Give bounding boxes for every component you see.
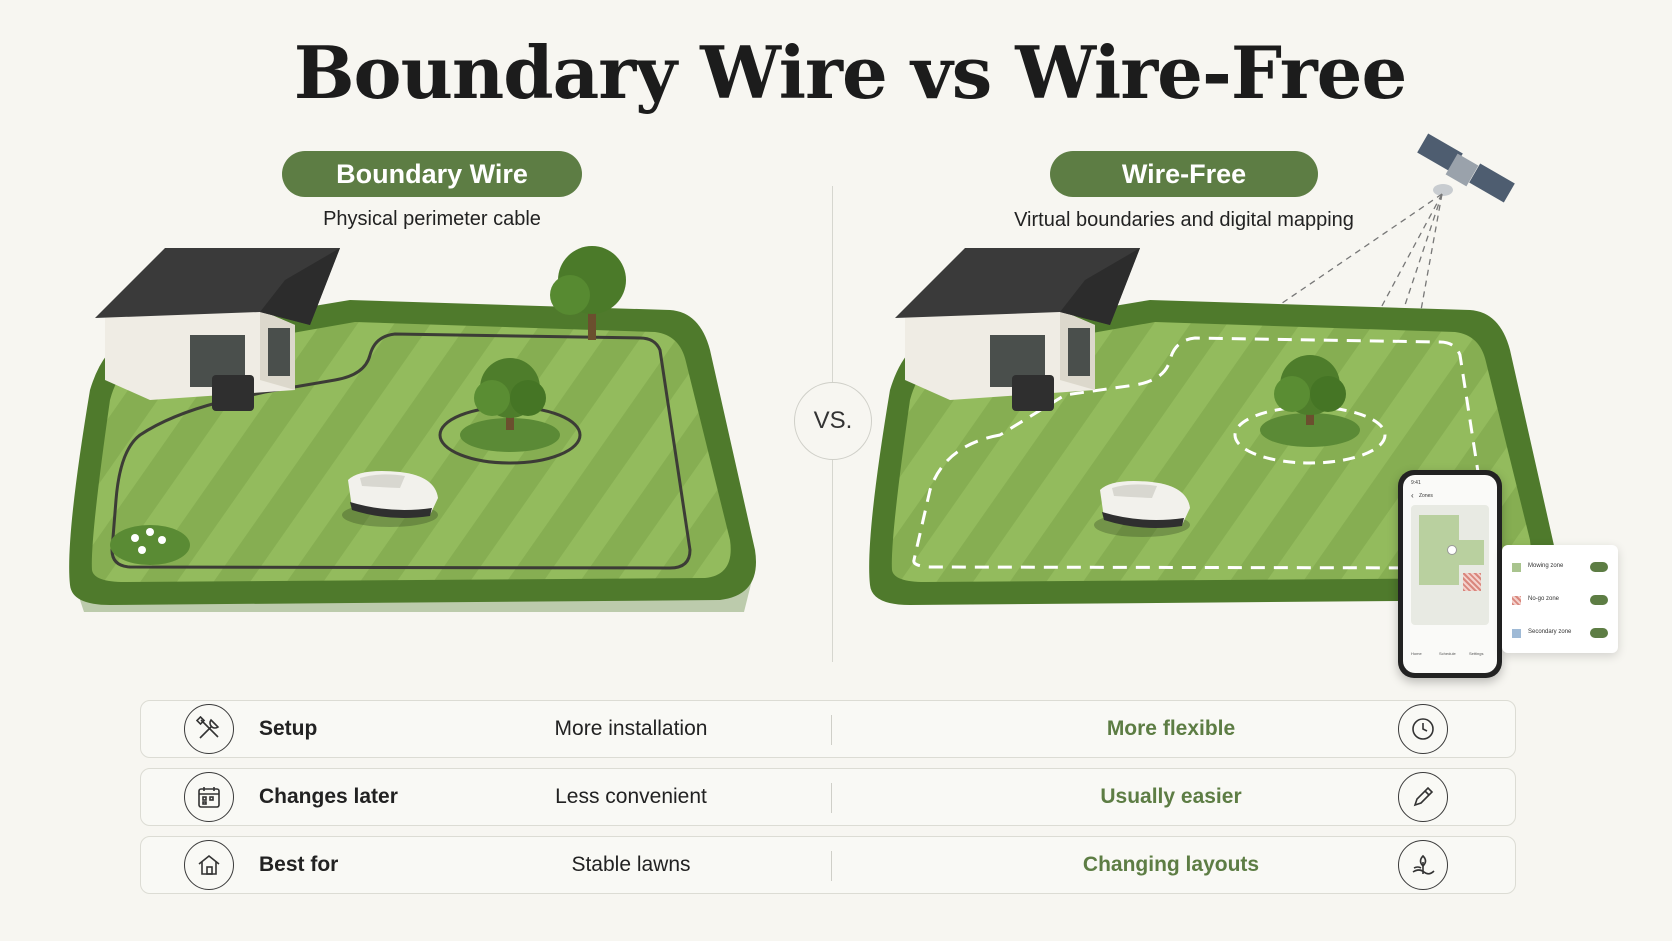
charging-station: [1012, 375, 1054, 411]
wire-free-value: Usually easier: [1100, 785, 1242, 808]
phone-tab-settings[interactable]: Settings: [1469, 651, 1484, 656]
calendar-icon: [184, 772, 234, 822]
mowing-zone-label: Mowing zone: [1528, 563, 1564, 569]
robot-mower-left: [342, 471, 438, 527]
phone-time: 9:41: [1411, 480, 1421, 486]
phone-back-icon[interactable]: ‹: [1411, 491, 1414, 500]
mowing-zone-swatch: [1512, 563, 1521, 572]
wire-free-value: Changing layouts: [1082, 853, 1260, 876]
no-go-zone-label: No-go zone: [1528, 596, 1560, 602]
phone-tab-home[interactable]: Home: [1411, 651, 1422, 656]
house-icon: [184, 840, 234, 890]
no-go-zone-area: [1463, 573, 1481, 591]
comparison-row-setup: Setup More installation More flexible: [140, 700, 1516, 758]
wire-free-badge: Wire-Free: [1050, 151, 1318, 197]
phone-mockup: 9:41 ‹ Zones Home Schedule Settings: [1398, 470, 1502, 678]
no-go-zone-swatch: [1512, 596, 1521, 605]
boundary-wire: [110, 332, 692, 570]
row-divider: [831, 851, 832, 881]
plant-icon: [1398, 840, 1448, 890]
clock-icon: [1398, 704, 1448, 754]
wire-free-illustration: [869, 133, 1556, 605]
secondary-zone-label: Secondary zone: [1528, 629, 1572, 635]
mowing-zone-toggle[interactable]: [1590, 562, 1608, 572]
legend-item-mowing[interactable]: Mowing zone: [1512, 559, 1612, 577]
boundary-wire-value: Stable lawns: [571, 853, 691, 876]
phone-tab-schedule[interactable]: Schedule: [1439, 651, 1456, 656]
comparison-row-changes: Changes later Less convenient Usually ea…: [140, 768, 1516, 826]
boundary-wire-illustration: [69, 246, 756, 612]
legend-item-secondary[interactable]: Secondary zone: [1512, 625, 1612, 643]
row-label: Setup: [259, 717, 318, 740]
vs-badge: VS.: [794, 382, 872, 460]
boundary-wire-value: Less convenient: [555, 785, 707, 808]
robot-mower-right: [1094, 481, 1190, 537]
phone-screen: 9:41 ‹ Zones Home Schedule Settings: [1403, 475, 1497, 673]
charging-station: [212, 375, 254, 411]
row-label: Best for: [259, 853, 339, 876]
phone-tab-bar: Home Schedule Settings: [1403, 635, 1497, 665]
wire-free-subtitle: Virtual boundaries and digital mapping: [1014, 209, 1354, 231]
pencil-icon: [1398, 772, 1448, 822]
row-divider: [831, 783, 832, 813]
boundary-wire-subtitle: Physical perimeter cable: [323, 208, 541, 230]
tools-icon: [184, 704, 234, 754]
wire-free-value: More flexible: [1106, 717, 1236, 740]
comparison-row-best-for: Best for Stable lawns Changing layouts: [140, 836, 1516, 894]
legend-item-no-go[interactable]: No-go zone: [1512, 592, 1612, 610]
secondary-zone-swatch: [1512, 629, 1521, 638]
no-go-zone-toggle[interactable]: [1590, 595, 1608, 605]
mower-marker: [1447, 545, 1457, 555]
mowing-zone-area: [1459, 540, 1484, 565]
secondary-zone-toggle[interactable]: [1590, 628, 1608, 638]
phone-screen-title: Zones: [1419, 493, 1433, 499]
flower-bush: [110, 525, 190, 565]
boundary-wire-badge: Boundary Wire: [282, 151, 582, 197]
row-divider: [831, 715, 832, 745]
satellite-icon: [1417, 133, 1515, 203]
row-label: Changes later: [259, 785, 398, 808]
zone-legend-card: Mowing zone No-go zone Secondary zone: [1502, 545, 1618, 653]
virtual-boundary: [912, 336, 1492, 570]
page-title: Boundary Wire vs Wire-Free: [293, 30, 1408, 115]
no-go-zone: [1233, 405, 1387, 465]
phone-map[interactable]: [1411, 505, 1489, 625]
boundary-wire-value: More installation: [554, 717, 708, 740]
